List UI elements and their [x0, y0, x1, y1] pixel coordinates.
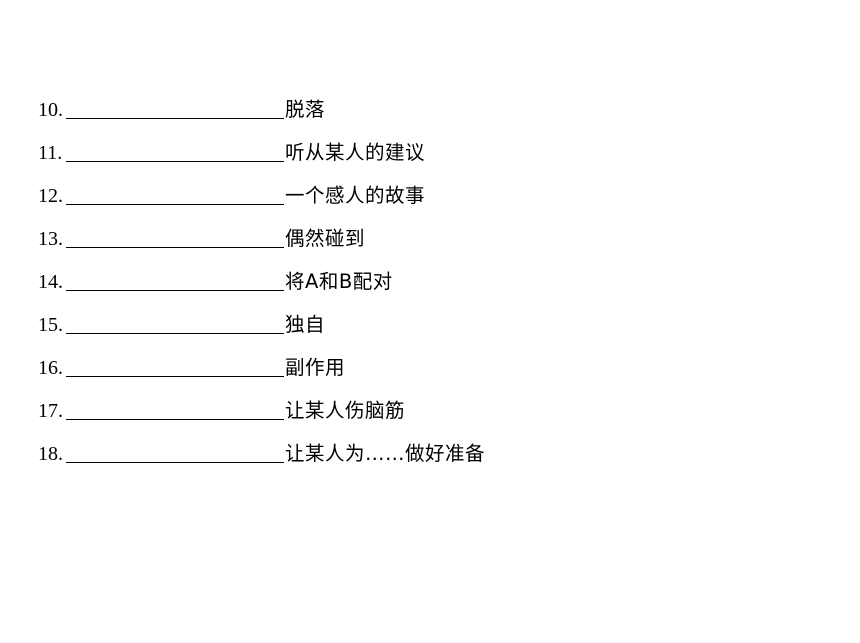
item-number: 12.	[38, 185, 63, 207]
item-meaning: 让某人伤脑筋	[285, 399, 406, 422]
fill-in-blank-list: 10. 脱落 11. 听从某人的建议 12. 一个感人的故事 13. 偶然碰到 …	[38, 96, 485, 483]
item-meaning: 副作用	[285, 356, 346, 379]
answer-blank[interactable]	[66, 96, 284, 119]
answer-blank[interactable]	[66, 440, 284, 463]
item-meaning: 听从某人的建议	[285, 141, 426, 164]
answer-blank[interactable]	[66, 268, 284, 291]
item-number: 10.	[38, 99, 63, 121]
answer-blank[interactable]	[66, 354, 284, 377]
list-item: 12. 一个感人的故事	[38, 182, 485, 225]
list-item: 17. 让某人伤脑筋	[38, 397, 485, 440]
item-number: 17.	[38, 400, 63, 422]
item-meaning: 独自	[285, 313, 326, 336]
item-number: 14.	[38, 271, 63, 293]
list-item: 11. 听从某人的建议	[38, 139, 485, 182]
list-item: 13. 偶然碰到	[38, 225, 485, 268]
item-meaning: 将A和B配对	[285, 270, 393, 293]
answer-blank[interactable]	[66, 311, 284, 334]
list-item: 16. 副作用	[38, 354, 485, 397]
item-meaning: 脱落	[285, 98, 326, 121]
list-item: 18. 让某人为……做好准备	[38, 440, 485, 483]
item-number: 11.	[38, 142, 63, 164]
item-number: 18.	[38, 443, 63, 465]
answer-blank[interactable]	[66, 397, 284, 420]
item-meaning: 让某人为……做好准备	[285, 442, 486, 465]
list-item: 10. 脱落	[38, 96, 485, 139]
item-number: 16.	[38, 357, 63, 379]
list-item: 14. 将A和B配对	[38, 268, 485, 311]
answer-blank[interactable]	[66, 225, 284, 248]
answer-blank[interactable]	[66, 139, 284, 162]
answer-blank[interactable]	[66, 182, 284, 205]
list-item: 15. 独自	[38, 311, 485, 354]
item-meaning: 一个感人的故事	[285, 184, 426, 207]
item-meaning: 偶然碰到	[285, 227, 366, 250]
item-number: 15.	[38, 314, 63, 336]
item-number: 13.	[38, 228, 63, 250]
